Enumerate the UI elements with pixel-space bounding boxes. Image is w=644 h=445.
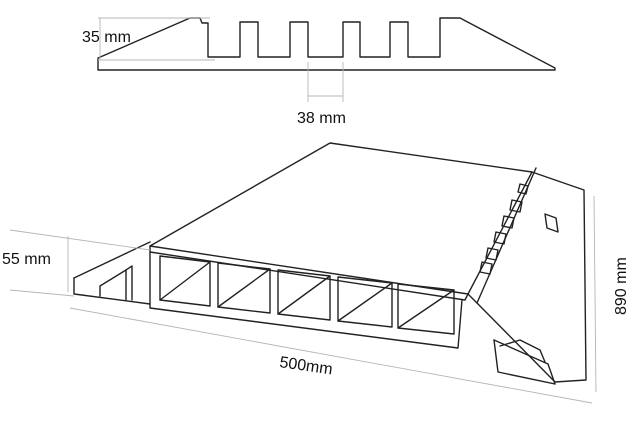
depth-label: 500mm <box>278 354 333 378</box>
length-label: 890 mm <box>613 257 630 315</box>
height-dimension-35: 35 mm <box>82 17 215 61</box>
channel-width-dimension: 38 mm <box>297 62 346 127</box>
height-label: 55 mm <box>2 251 51 268</box>
channel-width-label: 38 mm <box>297 110 346 127</box>
length-dimension: 890 mm <box>593 195 630 393</box>
cross-section-profile <box>97 17 556 71</box>
height-dimension-55: 55 mm <box>2 229 151 297</box>
ramp-3d-view <box>73 142 587 385</box>
depth-dimension: 500mm <box>69 307 593 404</box>
profile-height-label: 35 mm <box>82 29 131 46</box>
